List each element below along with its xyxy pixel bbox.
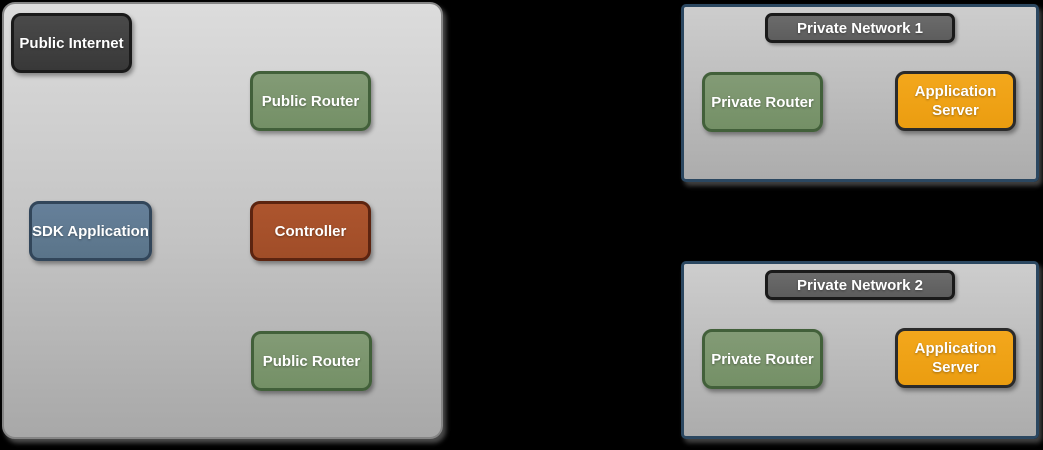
private-network-2-zone: Private Network 2 Private Router Applica… [681, 261, 1039, 439]
private-network-1-title: Private Network 1 [797, 19, 923, 37]
node-application-server-1: Application Server [895, 71, 1016, 131]
application-server-2-label: Application Server [914, 340, 997, 376]
node-public-internet: Public Internet [11, 13, 132, 73]
public-router-top-label: Public Router [261, 92, 360, 110]
private-router-1-label: Private Router [711, 93, 814, 111]
node-private-router-1: Private Router [702, 72, 823, 132]
private-network-1-title-badge: Private Network 1 [765, 13, 955, 43]
node-private-router-2: Private Router [702, 329, 823, 389]
node-sdk-application: SDK Application [29, 201, 152, 261]
node-public-router-bottom: Public Router [251, 331, 372, 391]
controller-label: Controller [274, 222, 347, 240]
public-internet-zone: Public Internet Public Router SDK Applic… [2, 2, 443, 439]
node-application-server-2: Application Server [895, 328, 1016, 388]
sdk-application-label: SDK Application [32, 222, 149, 240]
private-router-2-label: Private Router [711, 350, 814, 368]
public-router-bottom-label: Public Router [262, 352, 361, 370]
private-network-2-title-badge: Private Network 2 [765, 270, 955, 300]
application-server-1-label: Application Server [914, 83, 997, 119]
private-network-2-title: Private Network 2 [797, 276, 923, 294]
private-network-1-zone: Private Network 1 Private Router Applica… [681, 4, 1039, 182]
node-controller: Controller [250, 201, 371, 261]
node-public-router-top: Public Router [250, 71, 371, 131]
public-internet-label: Public Internet [19, 34, 124, 52]
